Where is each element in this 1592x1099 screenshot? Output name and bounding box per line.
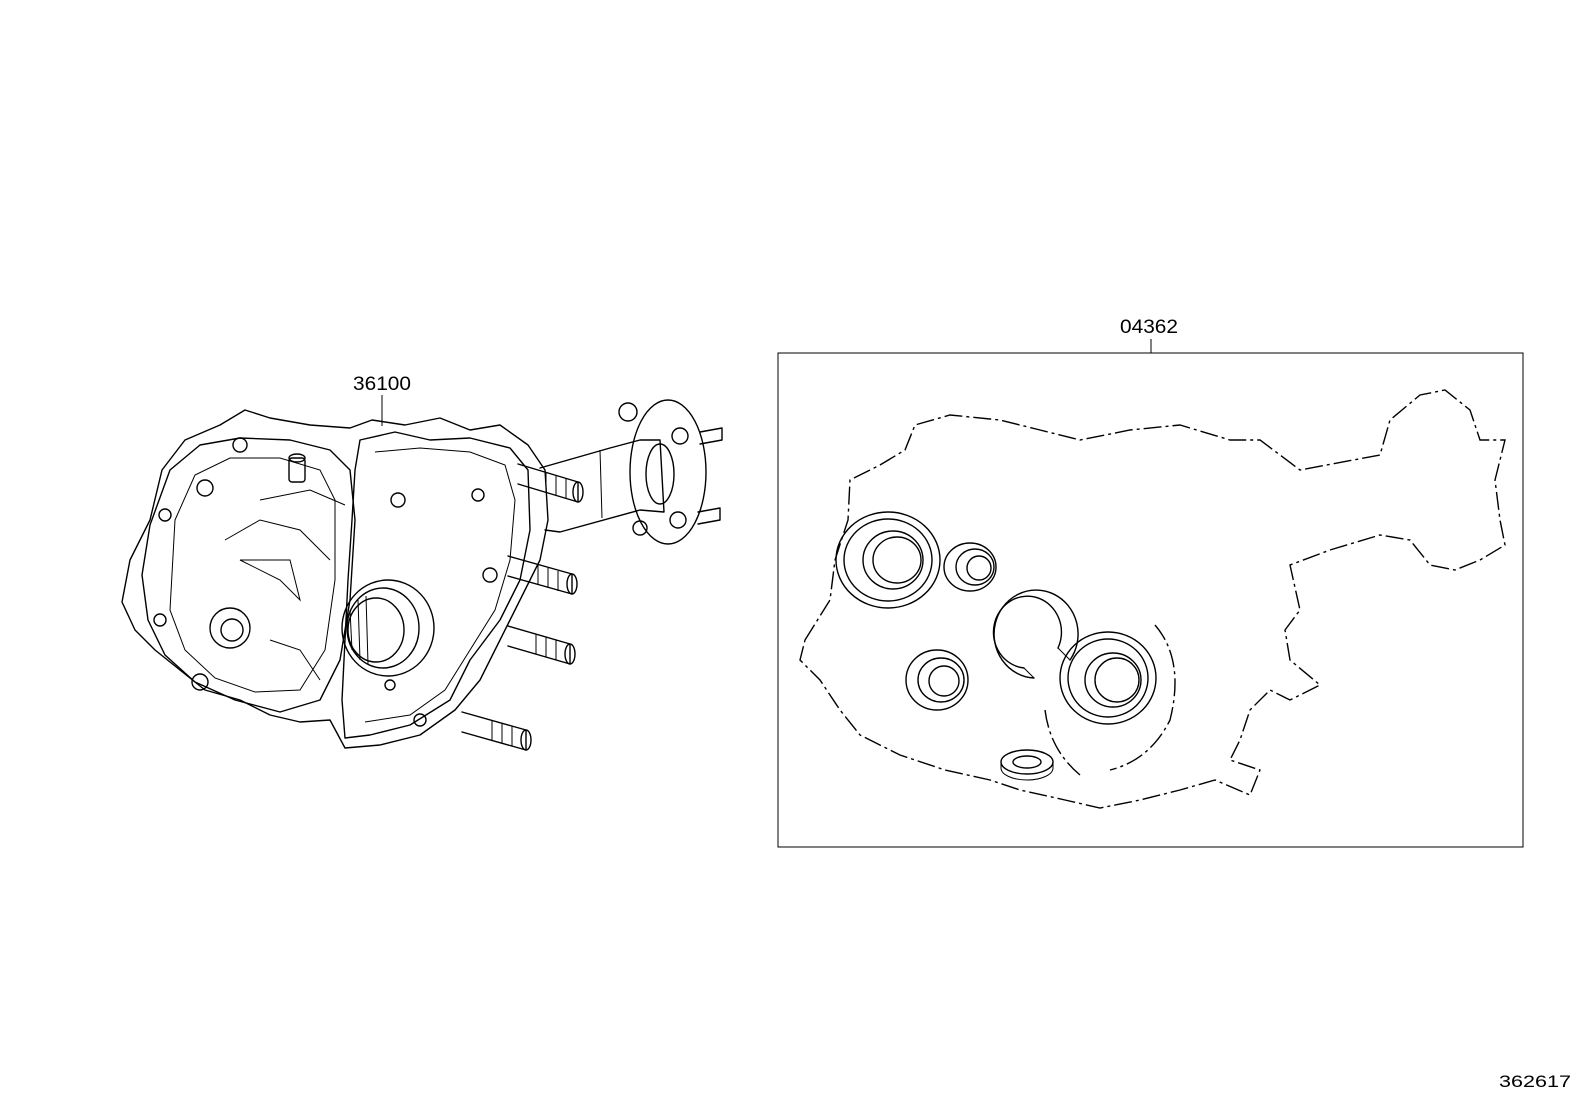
callout-36100: 36100 <box>353 374 411 395</box>
mounting-stud <box>517 463 584 503</box>
callout-04362: 04362 <box>1120 317 1178 338</box>
oil-seal <box>1059 631 1157 725</box>
kit-frame <box>777 352 1524 848</box>
gasket-washer <box>1000 749 1054 781</box>
oil-seal <box>835 511 941 609</box>
differential-carrier-assembly[interactable] <box>121 399 723 751</box>
illustration-number: 362617 <box>1499 1072 1571 1091</box>
mounting-stud <box>507 625 576 665</box>
oil-seal-small <box>905 649 969 711</box>
seal-kit[interactable] <box>799 389 1506 809</box>
phantom-carrier-outline <box>799 389 1506 809</box>
mounting-stud <box>507 555 578 595</box>
mounting-stud <box>461 711 532 751</box>
snap-ring <box>992 589 1079 679</box>
bushing <box>943 542 997 592</box>
